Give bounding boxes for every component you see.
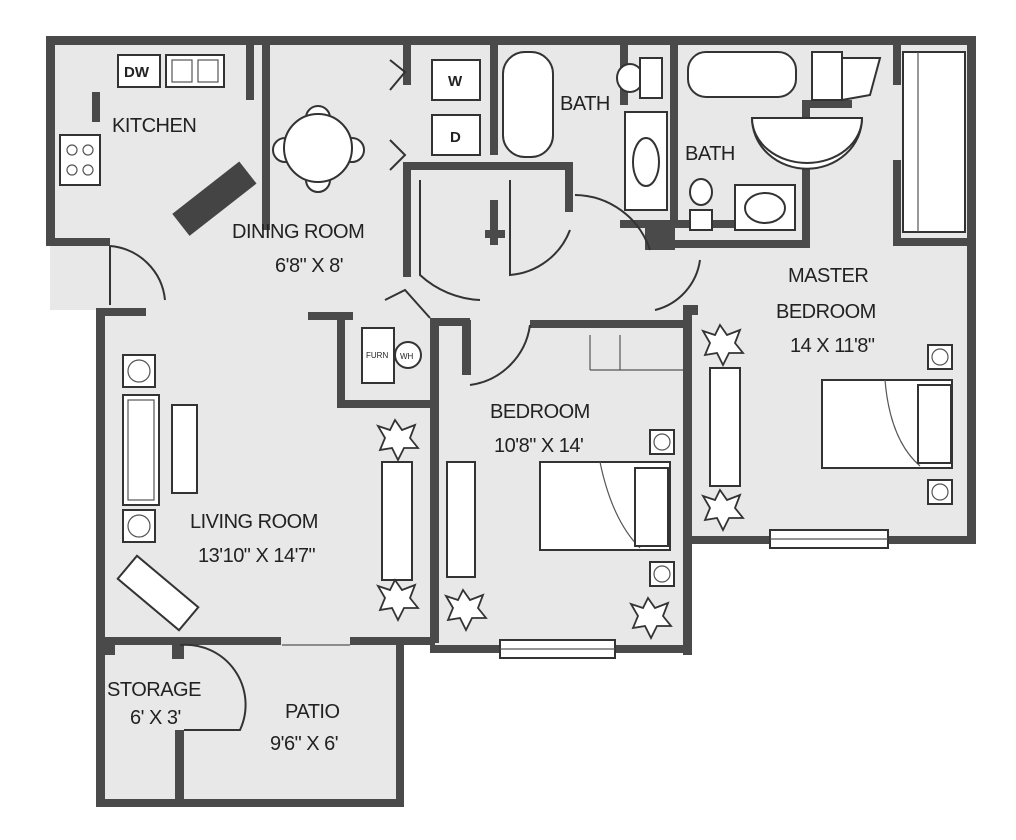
- washer: [431, 59, 481, 101]
- utility-closet: FURN WH: [361, 327, 422, 384]
- dishwasher: [117, 54, 161, 88]
- room-labels: KITCHEN DINING ROOM 6'8" X 8' BATH BATH …: [107, 93, 876, 755]
- dryer: [431, 114, 481, 156]
- bathtub: [502, 51, 554, 158]
- master-furniture: [709, 344, 953, 505]
- washer-label: W: [448, 73, 463, 90]
- bathtub: [687, 51, 797, 98]
- bath-1-fixtures: [502, 51, 668, 211]
- furnace-label: FURN: [366, 351, 388, 360]
- kitchen-island: [172, 161, 257, 236]
- master-size: 14 X 11'8": [790, 335, 875, 357]
- bedroom-furniture: [446, 335, 683, 587]
- master-label-line2: BEDROOM: [776, 301, 876, 323]
- dishwasher-label: DW: [124, 64, 150, 81]
- patio-label: PATIO: [285, 701, 340, 723]
- water-heater: [394, 341, 422, 369]
- dining-room-size: 6'8" X 8': [275, 255, 343, 277]
- living-room-furniture: [116, 354, 413, 632]
- kitchen-fixtures: DW: [59, 54, 257, 236]
- bedroom-size: 10'8" X 14': [494, 435, 583, 457]
- plants: [376, 323, 745, 641]
- closet-shelf: [902, 51, 966, 233]
- water-heater-label: WH: [400, 352, 414, 361]
- living-room-size: 13'10" X 14'7": [198, 545, 316, 567]
- patio-size: 9'6" X 6': [270, 733, 338, 755]
- dining-table: [272, 105, 365, 193]
- bath-2-label: BATH: [685, 143, 735, 165]
- windows: [499, 529, 889, 659]
- walls: [46, 36, 976, 807]
- doors: [109, 59, 701, 731]
- laundry: W D: [431, 59, 481, 156]
- floor-areas: [50, 40, 975, 805]
- sink: [632, 137, 660, 187]
- bath-1-label: BATH: [560, 93, 610, 115]
- bath-2-fixtures: [687, 51, 966, 233]
- master-label-line1: MASTER: [788, 265, 868, 287]
- living-room-label: LIVING ROOM: [190, 511, 318, 533]
- bedroom-label: BEDROOM: [490, 401, 590, 423]
- dryer-label: D: [450, 129, 461, 146]
- storage-size: 6' X 3': [130, 707, 181, 729]
- furnace: [361, 327, 395, 384]
- dining-room-label: DINING ROOM: [232, 221, 364, 243]
- storage-label: STORAGE: [107, 679, 201, 701]
- kitchen-label: KITCHEN: [112, 115, 196, 137]
- stove: [59, 134, 101, 186]
